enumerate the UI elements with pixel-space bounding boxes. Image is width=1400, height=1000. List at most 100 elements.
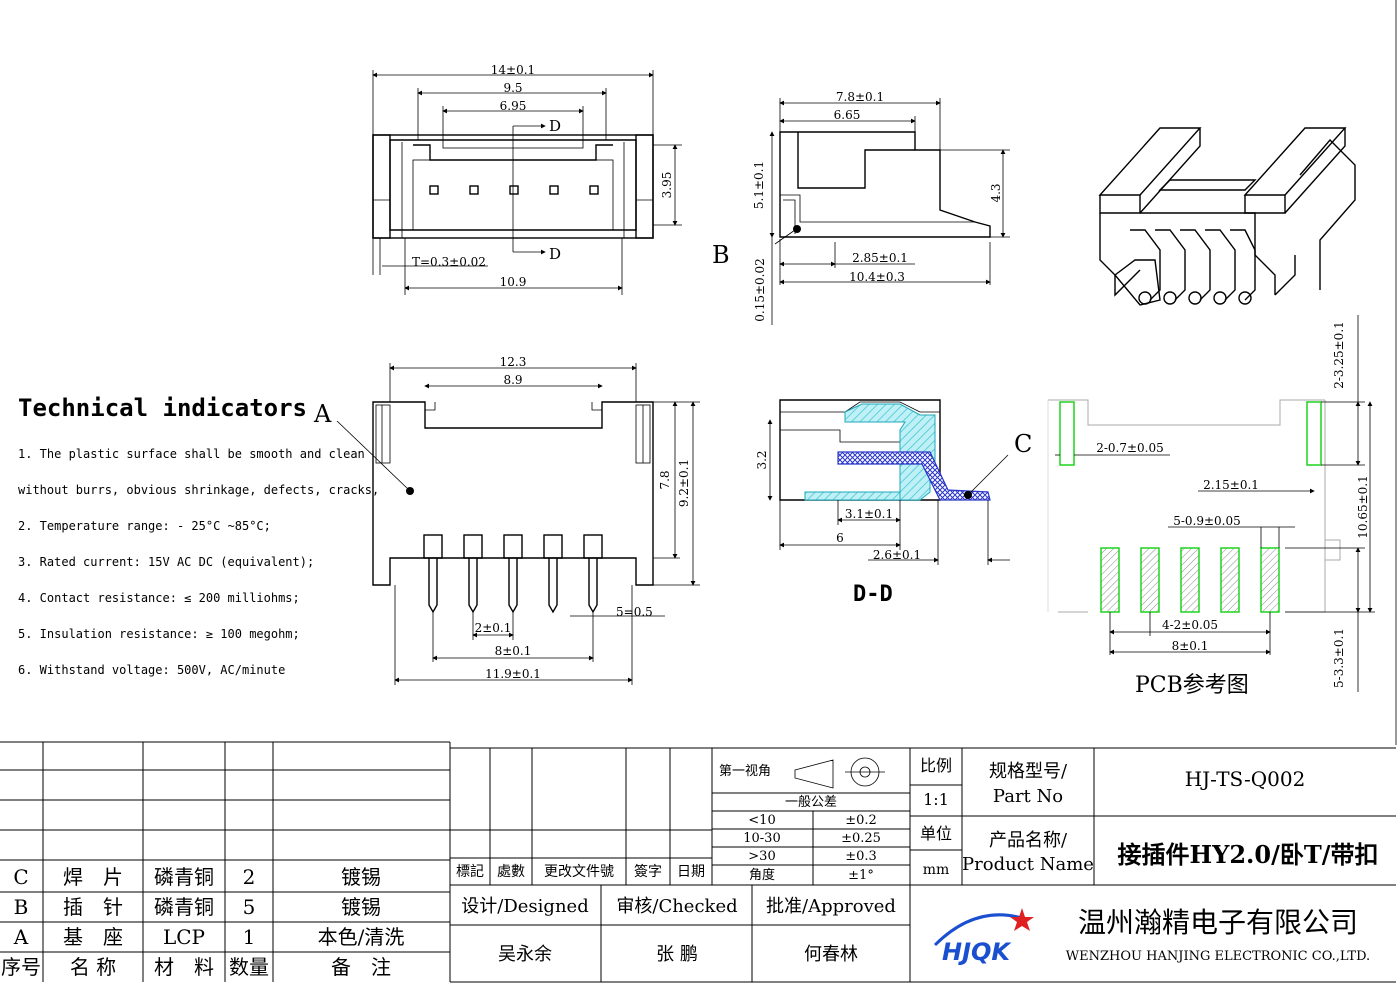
unit-label: 单位	[920, 824, 952, 843]
projection-label: 第一视角	[719, 764, 771, 779]
tol-range: <10	[748, 813, 775, 828]
tech-heading: Technical indicators	[18, 394, 307, 422]
bom-idx: A	[13, 925, 29, 949]
dim-top-base: 10.9	[500, 275, 527, 289]
tol-range: 10-30	[743, 831, 780, 846]
dim-top-width: 14±0.1	[491, 63, 535, 77]
dim-thickness: T=0.3±0.02	[412, 255, 486, 269]
dim-pcb-pad-len: 5-3.3±0.1	[1332, 628, 1346, 688]
dim-pcb-tab-len: 2-3.25±0.1	[1332, 321, 1346, 389]
dim-side-base: 10.4±0.3	[849, 270, 905, 284]
dim-sec-depth: 6	[836, 531, 844, 545]
tol-value: ±0.25	[841, 831, 881, 846]
rev-label: 簽字	[634, 863, 662, 880]
dim-front-height: 7.8	[658, 470, 672, 489]
dim-front-base: 11.9±0.1	[485, 667, 541, 681]
checked-name: 张 鹏	[656, 944, 698, 965]
tol-value: ±1°	[848, 868, 874, 883]
product-label-en: Product Name	[962, 854, 1094, 875]
dim-top-inner: 9.5	[503, 81, 522, 95]
dim-side-pin: 2.85±0.1	[852, 251, 908, 265]
dim-pcb-offset: 2.15±0.1	[1203, 478, 1259, 492]
dim-pin-span: 8±0.1	[495, 644, 532, 658]
dim-sec-height: 3.2	[755, 450, 769, 469]
tech-item: without burrs, obvious shrinkage, defect…	[18, 483, 379, 497]
dim-pcb-total: 10.65±0.1	[1356, 475, 1370, 539]
designed-name: 吴永余	[498, 944, 552, 965]
dim-pcb-tab-w: 2-0.7±0.05	[1096, 441, 1164, 455]
logo-text: HJQK	[942, 938, 1012, 966]
callout-b: B	[712, 241, 730, 269]
dim-pitch: 2±0.1	[475, 621, 512, 635]
company-logo: HJQK	[933, 908, 1034, 966]
dim-front-total: 9.2±0.1	[677, 459, 691, 507]
bom-note: 镀锡	[341, 895, 381, 919]
side-view: 7.8±0.1 6.65 4.3 5.1±0.1 2.85±0.1 10.4±0…	[712, 90, 1010, 325]
dim-pcb-pad-w: 5-0.9±0.05	[1173, 514, 1241, 528]
section-view: 3.2 3.1±0.1 6 2.6±0.1 C D-D	[755, 399, 1032, 607]
projection-cone-icon	[794, 759, 834, 789]
callout-a: A	[313, 400, 332, 428]
bom-header-note: 备 注	[331, 955, 391, 979]
bom-qty: 1	[243, 925, 256, 949]
company-name-en: WENZHOU HANJING ELECTRONIC CO.,LTD.	[1066, 949, 1370, 964]
dim-front-width: 12.3	[500, 355, 527, 369]
company-name-cn: 温州瀚精电子有限公司	[1078, 906, 1358, 939]
dim-side-tab: 0.15±0.02	[753, 258, 767, 322]
bom-name: 插 针	[63, 895, 123, 919]
tech-item: 6. Withstand voltage: 500V, AC/minute	[18, 663, 285, 677]
bom-qty: 2	[243, 865, 256, 889]
bom-name: 焊 片	[63, 865, 123, 889]
tolerance-title: 一般公差	[785, 794, 837, 810]
tech-item: 3. Rated current: 15V AC DC (equivalent)…	[18, 555, 314, 569]
bom-qty: 5	[243, 895, 256, 919]
iso-view	[1098, 127, 1356, 306]
dim-sec-pin: 3.1±0.1	[845, 507, 893, 521]
rev-label: 處數	[497, 864, 525, 880]
bom-material: LCP	[163, 925, 205, 949]
bom-header-name: 名 称	[70, 955, 116, 979]
product-name: 接插件HY2.0/卧T/带扣	[1118, 840, 1379, 869]
dim-pcb-pitch: 4-2±0.05	[1162, 618, 1218, 632]
dim-side-depth: 7.8±0.1	[836, 90, 884, 104]
bom-header-qty: 数量	[229, 955, 269, 979]
bom-note: 镀锡	[341, 865, 381, 889]
unit-value: mm	[923, 862, 950, 878]
approved-name: 何春林	[804, 944, 858, 965]
technical-indicators: Technical indicators 1. The plastic surf…	[18, 394, 379, 677]
top-view: 14±0.1 9.5 6.95 3.95 T=0.3±0.02 10.9 D D	[372, 63, 682, 295]
bom-idx: B	[14, 895, 29, 919]
title-block: 比例 1:1 单位 mm 规格型号/ Part No HJ-TS-Q002 产品…	[910, 748, 1396, 966]
bom-header-idx: 序号	[1, 955, 41, 979]
bom-material: 磷青铜	[154, 865, 214, 889]
front-view: 12.3 8.9 7.8 9.2±0.1 2±0.1 8±0.1 11.9±0.…	[313, 355, 700, 685]
section-label: D-D	[853, 582, 893, 607]
part-no: HJ-TS-Q002	[1185, 767, 1306, 791]
product-label-cn: 产品名称/	[989, 830, 1068, 851]
bom-material: 磷青铜	[154, 895, 214, 919]
part-no-label-en: Part No	[993, 786, 1063, 807]
tech-item: 5. Insulation resistance: ≥ 100 megohm;	[18, 627, 300, 641]
bom-name: 基 座	[63, 925, 123, 949]
dim-side-inner: 6.65	[834, 108, 861, 122]
scale-value: 1:1	[923, 790, 949, 809]
dim-sec-tail: 2.6±0.1	[873, 548, 921, 562]
dim-pin-width: 5=0.5	[616, 605, 653, 619]
tech-item: 1. The plastic surface shall be smooth a…	[18, 447, 365, 461]
pcb-view: 2-3.25±0.1 2-0.7±0.05 2.15±0.1 5-0.9±0.0…	[1047, 315, 1375, 698]
tol-value: ±0.2	[845, 813, 877, 828]
checked-label: 审核/Checked	[616, 896, 737, 917]
rev-label: 標記	[456, 863, 484, 880]
tolerance-block: 第一视角 一般公差 <10 ±0.2 10-30 ±0.25 >30 ±0.3 …	[712, 757, 910, 885]
bom-table: C 焊 片 磷青铜 2 镀锡 B 插 针 磷青铜 5 镀锡 A 基 座 LCP …	[0, 741, 451, 982]
bom-header-material: 材 料	[154, 955, 214, 979]
section-mark-top: D	[549, 117, 561, 135]
dim-top-slot: 6.95	[500, 99, 527, 113]
bom-idx: C	[13, 865, 28, 889]
dim-front-slot: 8.9	[503, 373, 522, 387]
dim-top-depth: 3.95	[660, 172, 674, 199]
bom-note: 本色/清洗	[318, 925, 405, 949]
tech-item: 4. Contact resistance: ≤ 200 milliohms;	[18, 591, 300, 605]
rev-label: 日期	[677, 864, 705, 880]
